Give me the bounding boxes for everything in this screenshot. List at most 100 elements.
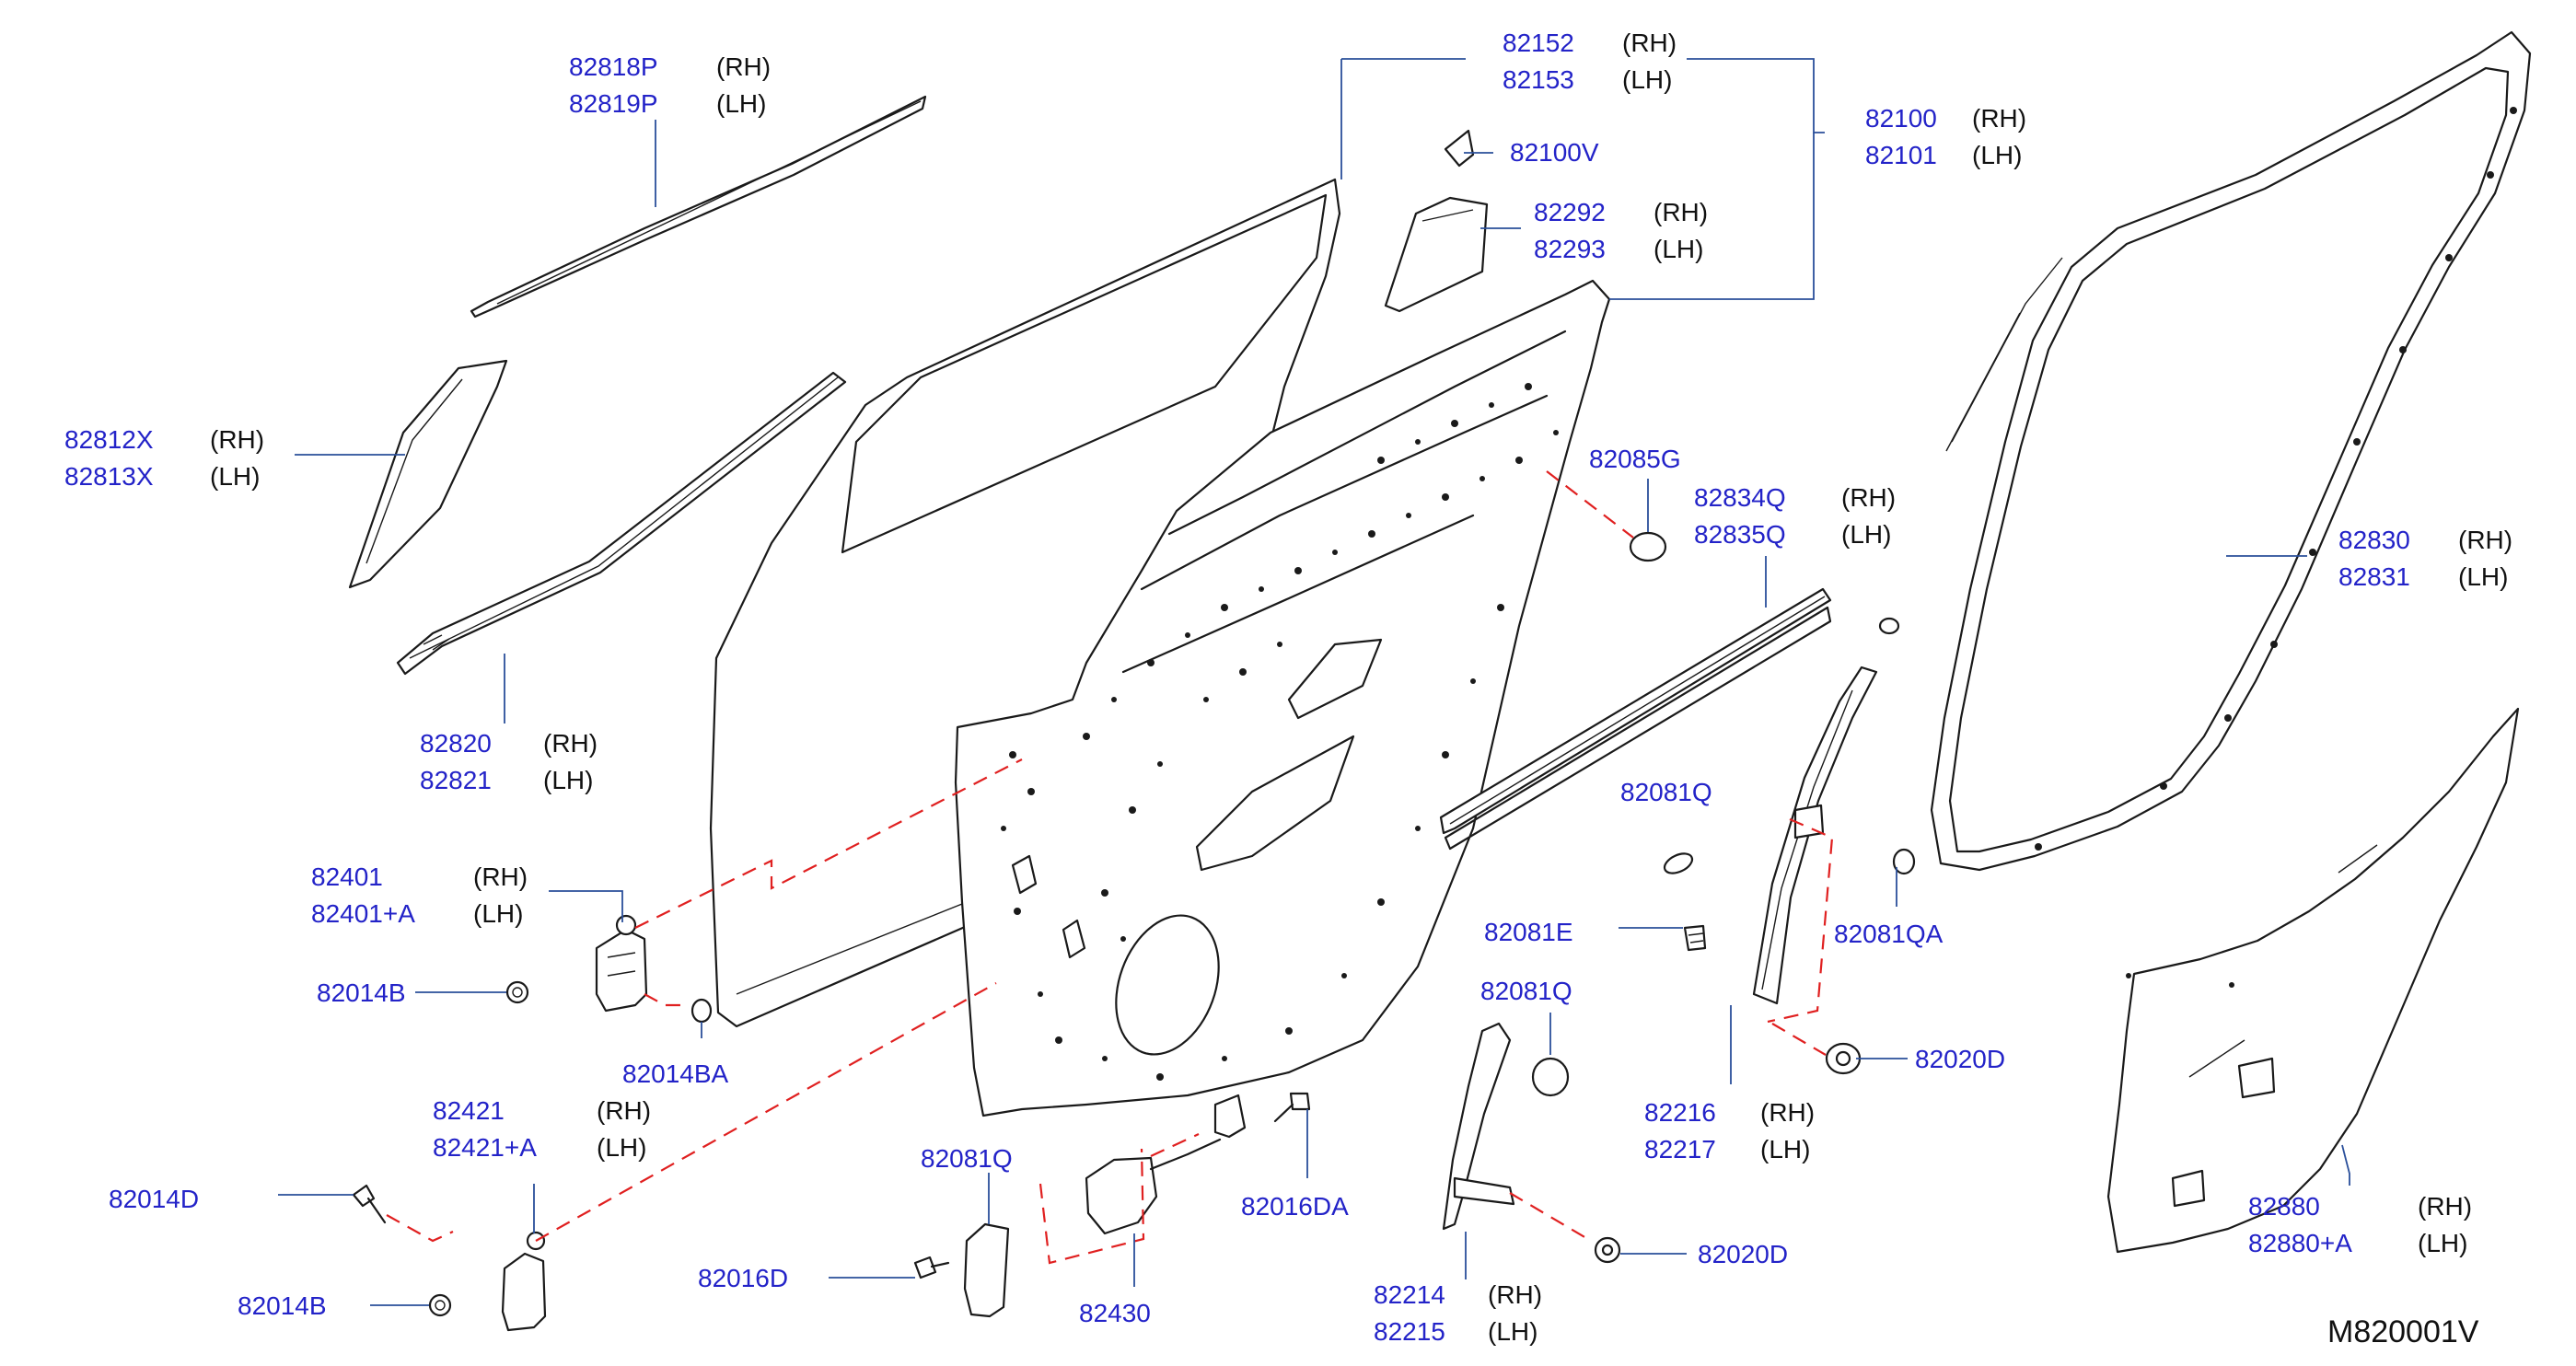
part-number-82085G: 82085G <box>1589 445 1681 473</box>
callout-82820: 82820 (RH) 82821 (LH) <box>420 729 598 794</box>
side-label: (RH) <box>543 729 598 758</box>
nut-ba-drawing <box>690 998 713 1024</box>
part-number-82812X: 82812X <box>64 425 154 454</box>
diagram-code: M820001V <box>2327 1314 2479 1349</box>
callout-82401: 82401 (RH) 82401+A (LH) <box>311 862 528 928</box>
side-label: (LH) <box>473 899 523 928</box>
callout-82014D: 82014D <box>109 1185 199 1213</box>
nut-lower-hinge-drawing <box>428 1293 452 1317</box>
side-label: (RH) <box>2418 1192 2472 1221</box>
part-number-82153: 82153 <box>1503 65 1574 94</box>
bolt-sash-drawing <box>1825 1042 1862 1075</box>
part-number-82430: 82430 <box>1079 1299 1151 1327</box>
part-number-82081Q: 82081Q <box>1480 977 1572 1005</box>
side-label: (LH) <box>1622 65 1672 94</box>
part-number-82835Q: 82835Q <box>1694 520 1786 549</box>
part-number-82813X: 82813X <box>64 462 154 491</box>
callout-82081E: 82081E <box>1484 918 1573 946</box>
callout-82100V: 82100V <box>1510 138 1599 167</box>
side-label: (RH) <box>473 862 528 891</box>
side-label: (LH) <box>2418 1229 2467 1257</box>
callout-82216: 82216 (RH) 82217 (LH) <box>1644 1098 1815 1163</box>
plug-85g-drawing <box>1629 531 1667 562</box>
rear-rail-drawing <box>1442 1022 1515 1231</box>
callout-82014BA: 82014BA <box>622 1059 729 1088</box>
part-number-82014B: 82014B <box>238 1291 327 1320</box>
bolt-rail-drawing <box>1594 1236 1621 1264</box>
part-number-82834Q: 82834Q <box>1694 483 1786 512</box>
part-number-82081E: 82081E <box>1484 918 1573 946</box>
side-label: (LH) <box>543 766 593 794</box>
side-label: (RH) <box>1760 1098 1815 1127</box>
leader-lines <box>278 58 2350 1306</box>
part-number-82014B: 82014B <box>317 978 406 1007</box>
part-number-82421: 82421 <box>433 1096 505 1125</box>
part-number-82401A: 82401+A <box>311 899 415 928</box>
side-label: (RH) <box>2458 526 2512 554</box>
part-number-82819P: 82819P <box>569 89 658 118</box>
callout-82880: 82880 (RH) 82880+A (LH) <box>2248 1192 2472 1257</box>
callout-82830: 82830 (RH) 82831 (LH) <box>2338 526 2512 591</box>
inner-weatherstrip-drawing <box>396 371 847 676</box>
side-label: (RH) <box>210 425 264 454</box>
part-number-82214: 82214 <box>1374 1280 1445 1309</box>
side-label: (LH) <box>716 89 766 118</box>
part-number-82020D: 82020D <box>1698 1240 1788 1268</box>
part-number-82100V: 82100V <box>1510 138 1599 167</box>
check-link-bolt-drawing <box>913 1256 950 1279</box>
side-label: (LH) <box>1972 141 2022 169</box>
callout-82014B-b: 82014B <box>238 1291 327 1320</box>
corner-cover-drawing <box>1384 196 1489 313</box>
side-label: (LH) <box>597 1133 646 1162</box>
side-label: (LH) <box>210 462 260 491</box>
part-number-82016D: 82016D <box>698 1264 788 1292</box>
side-label: (RH) <box>597 1096 651 1125</box>
part-number-82830: 82830 <box>2338 526 2410 554</box>
side-label: (LH) <box>1841 520 1891 549</box>
door-check-drawing <box>1085 1094 1247 1235</box>
part-number-82293: 82293 <box>1534 235 1606 263</box>
part-number-82421A: 82421+A <box>433 1133 537 1162</box>
part-number-82292: 82292 <box>1534 198 1606 226</box>
part-number-82014BA: 82014BA <box>622 1059 729 1088</box>
callout-82014B-a: 82014B <box>317 978 406 1007</box>
part-number-82152: 82152 <box>1503 29 1574 57</box>
callout-82812X: 82812X (RH) 82813X (LH) <box>64 425 264 491</box>
part-number-82014D: 82014D <box>109 1185 199 1213</box>
side-label: (RH) <box>1841 483 1896 512</box>
sealing-screen-drawing <box>2106 707 2520 1254</box>
callout-82020D-b: 82020D <box>1698 1240 1788 1268</box>
callout-82292: 82292 (RH) 82293 (LH) <box>1534 198 1708 263</box>
part-number-82880A: 82880+A <box>2248 1229 2352 1257</box>
door-shell-drawing <box>954 279 1611 1117</box>
part-number-82016DA: 82016DA <box>1241 1192 1349 1221</box>
upper-hinge-drawing <box>595 914 648 1013</box>
small-plugs-drawing <box>1531 617 1916 1097</box>
part-number-82101: 82101 <box>1865 141 1937 169</box>
part-number-82216: 82216 <box>1644 1098 1716 1127</box>
side-label: (RH) <box>1622 29 1677 57</box>
door-weatherstrip-drawing <box>1930 30 2532 872</box>
part-number-82217: 82217 <box>1644 1135 1716 1163</box>
assembly-dashes <box>386 470 1834 1265</box>
callout-82081Q-b: 82081Q <box>1480 977 1572 1005</box>
plug-c-drawing <box>963 1222 1010 1318</box>
clip-nut-drawing <box>1683 924 1707 952</box>
part-number-82831: 82831 <box>2338 562 2410 591</box>
callout-82430: 82430 <box>1079 1299 1151 1327</box>
part-number-82100: 82100 <box>1865 104 1937 133</box>
callout-82100: 82100 (RH) 82101 (LH) <box>1865 104 2026 169</box>
part-number-82880: 82880 <box>2248 1192 2320 1221</box>
callout-82081Q-a: 82081Q <box>1620 778 1712 806</box>
nut-upper-hinge-drawing <box>505 980 529 1004</box>
callout-82818P: 82818P (RH) 82819P (LH) <box>569 52 771 118</box>
side-label: (LH) <box>2458 562 2508 591</box>
side-label: (LH) <box>1654 235 1703 263</box>
part-number-82081QA: 82081QA <box>1834 920 1944 948</box>
bracket-clip-drawing <box>1444 129 1475 168</box>
part-number-82215: 82215 <box>1374 1317 1445 1346</box>
callout-82421: 82421 (RH) 82421+A (LH) <box>433 1096 651 1162</box>
side-label: (RH) <box>1488 1280 1542 1309</box>
sash-garnish-drawing <box>348 359 508 589</box>
